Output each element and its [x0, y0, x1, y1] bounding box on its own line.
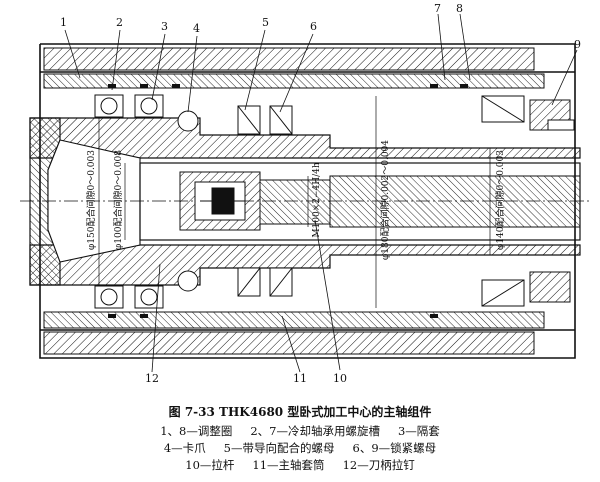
- legend-item: 2、7—冷却轴承用螺旋槽: [250, 424, 380, 438]
- leader-lines: [64, 13, 578, 373]
- figure-caption-title: 图 7-33 THK4680 型卧式加工中心的主轴组件: [168, 405, 432, 419]
- legend-item: 10—拉杆: [185, 458, 235, 472]
- legend-item: 11—主轴套筒: [252, 458, 325, 472]
- lock-nut-9: [529, 99, 575, 303]
- part-numbers: 1 2 3 4 5 6 7 8 9 10 11 12: [60, 2, 581, 385]
- label-5: 5: [262, 16, 269, 29]
- coolant-grooves: [108, 84, 468, 318]
- collet-gripper: [179, 171, 331, 231]
- label-7: 7: [434, 2, 441, 15]
- label-6: 6: [310, 20, 317, 33]
- dimension-text: φ150配合间隙0～0.003 φ100配合间隙0～0.008 M100×2−4…: [85, 140, 506, 260]
- legend-item: 3—隔套: [397, 424, 440, 438]
- legend-item: 4—卡爪: [163, 441, 206, 455]
- label-12: 12: [145, 372, 159, 385]
- label-3: 3: [161, 20, 168, 33]
- draw-bar: [20, 162, 590, 241]
- legend-item: 5—带导向配合的螺母: [223, 441, 335, 455]
- spindle-sleeve-lower: [43, 311, 545, 355]
- lower-bearings: [94, 267, 525, 309]
- dim-thread: M100×2−4H/4h: [312, 162, 322, 238]
- spindle-sleeve-upper: [43, 47, 545, 89]
- dim-phi140: φ140配合间隙0～0.003: [494, 150, 506, 250]
- label-9: 9: [574, 38, 581, 51]
- upper-bearings: [94, 94, 525, 135]
- label-2: 2: [116, 16, 123, 29]
- label-8: 8: [456, 2, 463, 15]
- label-4: 4: [193, 22, 200, 35]
- label-10: 10: [333, 372, 347, 385]
- label-1: 1: [60, 16, 67, 29]
- spindle-assembly-drawing: 1 2 3 4 5 6 7 8 9 10 11 12 φ150配合间隙0～0.0…: [20, 2, 590, 385]
- caption-legend-line-2: 4—卡爪 5—带导向配合的螺母 6、9—锁紧螺母: [0, 441, 600, 456]
- dimension-lines: [98, 96, 491, 308]
- caption-legend-line-1: 1、8—调整圈 2、7—冷却轴承用螺旋槽 3—隔套: [0, 424, 600, 439]
- legend-item: 6、9—锁紧螺母: [352, 441, 437, 455]
- label-11: 11: [293, 372, 307, 385]
- legend-item: 1、8—调整圈: [160, 424, 233, 438]
- legend-item: 12—刀柄拉钉: [342, 458, 415, 472]
- dim-phi100: φ100配合间隙0～0.008: [112, 150, 124, 250]
- dim-phi150: φ150配合间隙0～0.003: [85, 150, 97, 250]
- caption-legend-line-3: 10—拉杆 11—主轴套筒 12—刀柄拉钉: [0, 458, 600, 473]
- dim-phi180: φ180配合间隙0.002～0.004: [379, 140, 391, 260]
